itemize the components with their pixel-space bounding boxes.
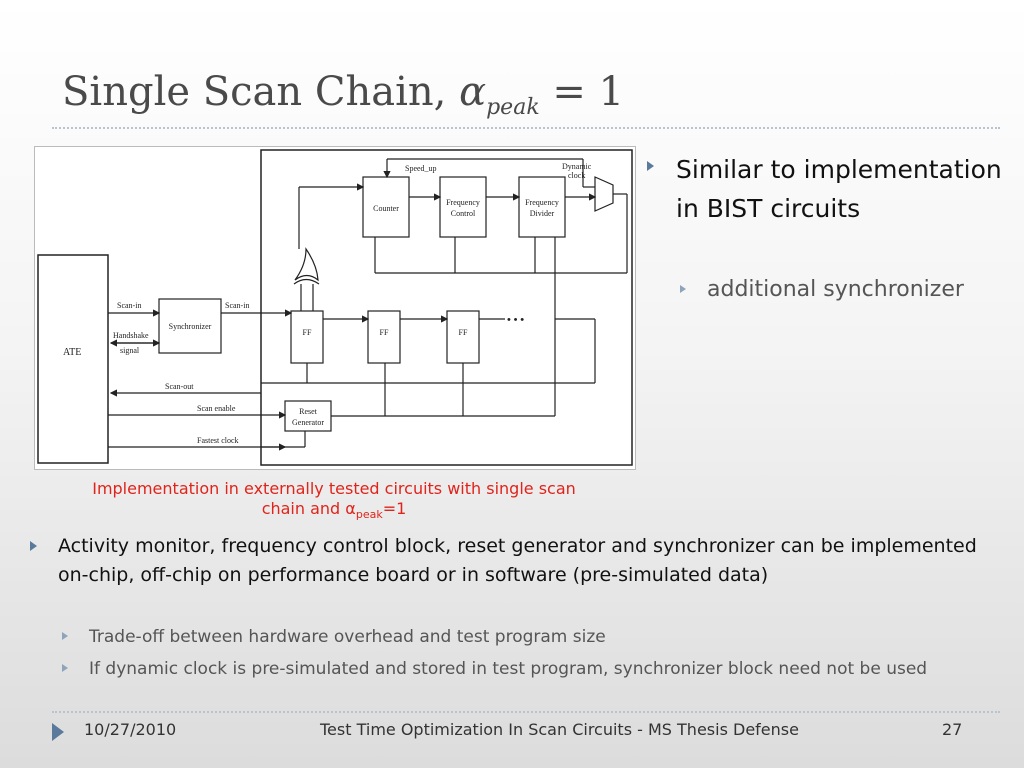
bullet-low-sub-1: Trade-off between hardware overhead and … <box>89 627 606 647</box>
slide-title: Single Scan Chain, αpeak = 1 <box>62 70 624 120</box>
scan-out-label: Scan-out <box>165 382 194 391</box>
bullet-low-main: Activity monitor, frequency control bloc… <box>58 535 977 586</box>
bullet-arrow-icon <box>647 161 654 171</box>
synchronizer-label: Synchronizer <box>169 322 212 331</box>
scan-in-left-label: Scan-in <box>117 301 141 310</box>
caption-line-1: Implementation in externally tested circ… <box>92 479 576 498</box>
caption-line-2-post: =1 <box>382 499 407 518</box>
title-equals: = 1 <box>539 69 625 115</box>
ff-label-2: FF <box>380 328 389 337</box>
caption-line-2-sub: peak <box>355 508 383 522</box>
sub-bullet-arrow-icon <box>680 285 686 293</box>
bullet-low-sub-2: If dynamic clock is pre-simulated and st… <box>89 659 928 679</box>
footer-divider <box>52 711 1000 713</box>
caption-line-2-pre: chain and α <box>261 499 356 518</box>
dots-label: • • • <box>507 314 524 326</box>
dynamic-clock-label-2: clock <box>568 171 585 180</box>
reset-generator-label-2: Generator <box>292 418 324 427</box>
speed-up-label: Speed_up <box>405 164 437 173</box>
fastest-clock-label: Fastest clock <box>197 436 239 445</box>
footer-date: 10/27/2010 <box>84 720 177 739</box>
freq-divider-label-2: Divider <box>530 209 555 218</box>
handshake-label-1: Handshake <box>113 331 149 340</box>
title-divider <box>52 127 1000 129</box>
bullet-right-sub: additional synchronizer <box>707 277 964 302</box>
circuit-figure: ATE Synchronizer Counter Frequency Contr… <box>34 146 636 470</box>
ff-label-1: FF <box>303 328 312 337</box>
scan-enable-label: Scan enable <box>197 404 236 413</box>
freq-control-label-1: Frequency <box>446 198 480 207</box>
dynamic-clock-label-1: Dynamic <box>562 162 592 171</box>
figure-caption: Implementation in externally tested circ… <box>36 479 632 525</box>
freq-divider-label-1: Frequency <box>525 198 559 207</box>
title-text: Single Scan Chain, <box>62 69 460 115</box>
freq-control-label-2: Control <box>451 209 476 218</box>
sub-bullet-arrow-icon <box>62 632 68 640</box>
bullet-arrow-icon <box>30 541 37 551</box>
sub-bullet-arrow-icon <box>62 664 68 672</box>
title-subscript: peak <box>486 95 540 120</box>
handshake-label-2: signal <box>120 346 140 355</box>
footer-title: Test Time Optimization In Scan Circuits … <box>320 720 799 739</box>
reset-generator-label-1: Reset <box>299 407 318 416</box>
bullet-right-main: Similar to implementation in BIST circui… <box>676 155 1002 223</box>
counter-label: Counter <box>373 204 399 213</box>
scan-in-right-label: Scan-in <box>225 301 249 310</box>
caption-line-2: chain and αpeak=1 <box>36 499 632 525</box>
footer-arrow-icon <box>52 723 64 741</box>
slide-number: 27 <box>942 720 963 739</box>
ate-label: ATE <box>63 347 81 358</box>
title-alpha: α <box>459 69 487 115</box>
ff-label-3: FF <box>459 328 468 337</box>
